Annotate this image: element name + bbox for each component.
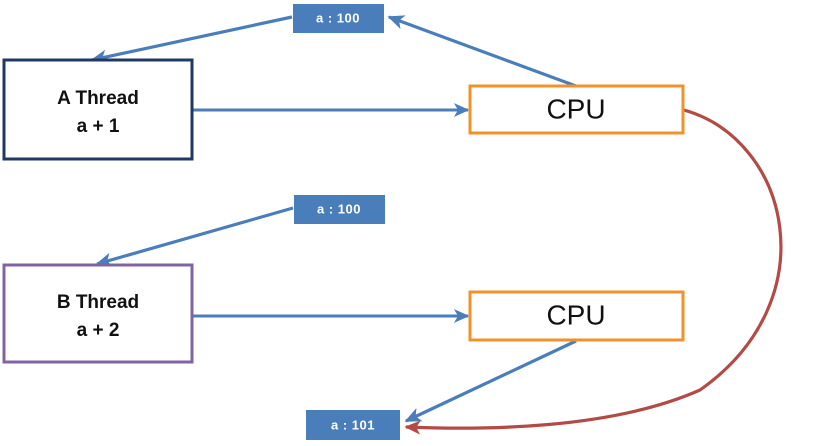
cpu-bottom-label: CPU — [546, 299, 605, 330]
connector-tag-middle-to-thread-b — [95, 206, 294, 267]
node-thread-b[interactable]: B Thread a + 2 — [2, 263, 194, 364]
thread-b-expression: a + 2 — [77, 320, 120, 341]
thread-a-expression: a + 1 — [77, 116, 120, 137]
node-cpu-top[interactable]: CPU — [468, 84, 685, 135]
value-tag-top-label: a : 100 — [316, 10, 360, 25]
thread-a-title: A Thread — [57, 88, 139, 109]
cpu-bottom-box[interactable] — [468, 290, 685, 342]
value-tag-bottom-label: a : 101 — [331, 417, 375, 432]
node-cpu-bottom[interactable]: CPU — [468, 290, 685, 342]
value-tag-bottom[interactable]: a : 101 — [306, 410, 400, 440]
thread-b-box[interactable] — [2, 263, 194, 364]
value-tag-top[interactable]: a : 100 — [293, 4, 384, 33]
connector-cpu-top-to-tag-bottom-curve — [404, 108, 783, 435]
thread-b-title: B Thread — [57, 292, 139, 313]
cpu-top-box[interactable] — [468, 84, 685, 135]
value-tag-middle[interactable]: a : 100 — [294, 195, 385, 224]
value-tag-top-bg[interactable] — [293, 4, 384, 33]
value-tag-bottom-bg[interactable] — [306, 410, 400, 440]
thread-a-box[interactable] — [2, 58, 194, 161]
value-tag-middle-bg[interactable] — [294, 195, 385, 224]
connector-tag-top-to-thread-a — [90, 15, 293, 65]
connector-cpu-top-to-tag-top — [387, 15, 577, 88]
cpu-top-label: CPU — [546, 93, 605, 124]
connector-cpu-bottom-to-tag-bottom — [404, 339, 577, 423]
value-tag-middle-label: a : 100 — [317, 201, 361, 216]
node-thread-a[interactable]: A Thread a + 1 — [2, 58, 194, 161]
